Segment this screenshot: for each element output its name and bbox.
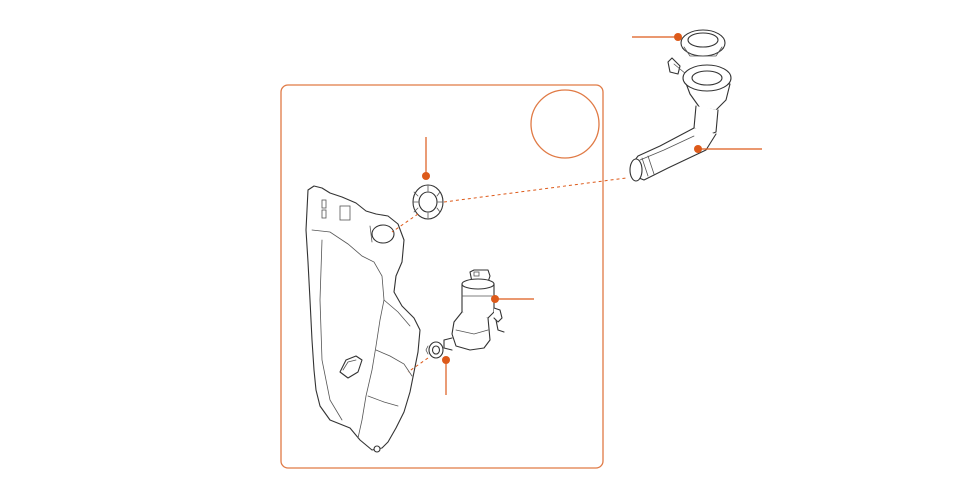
callout-filler-cap [632, 33, 682, 41]
callout-grommet [422, 137, 430, 180]
callout-dot-icon [694, 145, 702, 153]
grommet [412, 184, 444, 220]
callout-filler-neck-pipe [694, 145, 762, 153]
assembly-frame [280, 84, 604, 469]
assembly-dashed-line-pipe [443, 177, 627, 203]
callout-dot-icon [422, 172, 430, 180]
callout-dot-icon [491, 295, 499, 303]
callout-dot-icon [442, 356, 450, 364]
washer-reservoir-tank [305, 185, 421, 453]
assembly-dashed-line-pump [407, 357, 429, 373]
filler-neck-pipe [629, 57, 732, 182]
filler-cap [680, 29, 726, 57]
assembly-dashed-line-grommet [391, 213, 419, 233]
callout-pump-grommet [442, 356, 450, 395]
callout-washer-pump [491, 295, 534, 303]
empty-circle-marker-icon [530, 89, 600, 159]
pump-grommet [425, 341, 444, 359]
callout-dot-icon [674, 33, 682, 41]
washer-pump [443, 269, 505, 351]
